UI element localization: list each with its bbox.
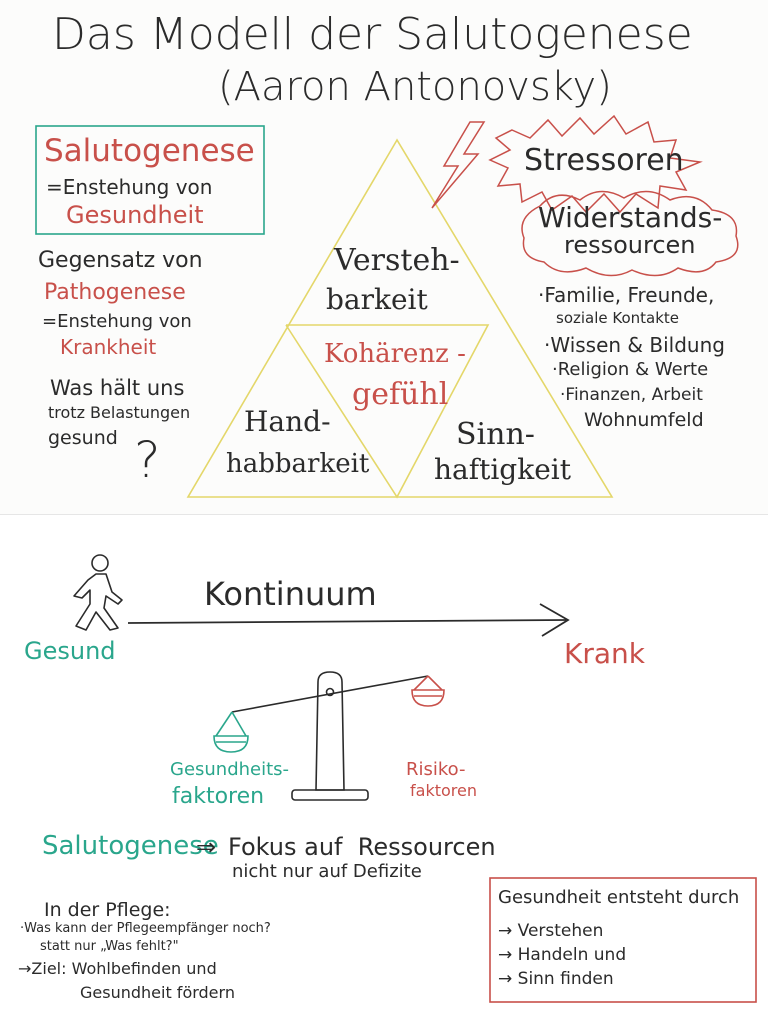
def-term: Salutogenese — [44, 133, 255, 169]
triangle-outline — [186, 138, 614, 498]
resource-item: Wohnumfeld — [584, 409, 704, 431]
focus-arrow: ⇒ — [196, 833, 217, 861]
question-line2: trotz Belastungen — [48, 403, 191, 422]
lightning-icon — [431, 121, 486, 209]
opposite-term: Pathogenese — [44, 280, 186, 305]
title-line-2: (Aaron Antonovsky) — [218, 64, 612, 110]
opposite-result: Krankheit — [60, 335, 157, 359]
resource-cloud-frame — [521, 190, 739, 277]
lower-sheet — [0, 514, 768, 1024]
focus-term: Salutogenese — [42, 831, 219, 861]
care-line2: statt nur „Was fehlt?" — [40, 939, 179, 954]
focus-line2: nicht nur auf Defizite — [232, 861, 422, 882]
triangle-inner — [285, 324, 490, 499]
box-item: → Sinn finden — [498, 969, 614, 989]
triangle-left-line1: Hand- — [244, 405, 331, 438]
health-pan — [213, 711, 249, 753]
sick-label: Krank — [564, 637, 645, 670]
resource-item: ·Wissen & Bildung — [544, 333, 725, 357]
opposite-eq: =Enstehung von — [42, 311, 192, 332]
question-line3: gesund — [48, 427, 118, 449]
question-mark: ? — [134, 431, 161, 489]
risk-factors-line2: faktoren — [410, 781, 477, 800]
health-factors-line2: faktoren — [172, 784, 265, 809]
resources-line1: Widerstands- — [538, 201, 723, 234]
care-line4: Gesundheit fördern — [80, 983, 235, 1002]
def-eq: =Enstehung von — [46, 175, 213, 199]
coherence-triangle — [186, 138, 614, 499]
triangle-center-line1: Kohärenz - — [324, 339, 466, 369]
continuum-arrow — [127, 603, 570, 637]
walking-person-icon — [73, 554, 123, 631]
opposite-line1: Gegensatz von — [38, 248, 203, 273]
focus-line1: Fokus auf Ressourcen — [228, 833, 496, 861]
risk-factors-line1: Risiko- — [406, 759, 466, 780]
health-arises-box-frame — [489, 877, 757, 1003]
title-line-1: Das Modell der Salutogenese — [52, 9, 693, 60]
health-factors-line1: Gesundheits- — [170, 759, 290, 780]
box-item: → Handeln und — [498, 945, 627, 965]
triangle-right-line2: haftigkeit — [434, 453, 571, 486]
question-line1: Was hält uns — [50, 376, 185, 400]
triangle-center-line2: gefühl — [352, 377, 449, 412]
healthy-label: Gesund — [24, 637, 116, 665]
box-item: → Verstehen — [498, 921, 604, 941]
continuum-label: Kontinuum — [204, 575, 377, 613]
triangle-left-line2: habbarkeit — [226, 449, 370, 479]
balance-scale-icon — [231, 671, 429, 801]
box-title: Gesundheit entsteht durch — [498, 887, 740, 908]
triangle-right-line1: Sinn- — [456, 417, 535, 452]
def-result: Gesundheit — [66, 201, 204, 229]
resource-item: ·Familie, Freunde, — [538, 283, 715, 307]
triangle-top-line1: Versteh- — [334, 243, 460, 278]
risk-pan — [411, 675, 445, 707]
care-line3: →Ziel: Wohlbefinden und — [18, 959, 217, 978]
stressors-label: Stressoren — [524, 143, 684, 178]
triangle-top-line2: barkeit — [326, 283, 428, 316]
resource-item: ·Finanzen, Arbeit — [560, 385, 703, 405]
stressor-burst-frame — [488, 114, 703, 214]
care-title: In der Pflege: — [44, 899, 171, 921]
care-line1: ·Was kann der Pflegeempfänger noch? — [20, 921, 271, 936]
definition-box-frame — [35, 125, 265, 235]
resource-item: soziale Kontakte — [556, 309, 680, 327]
resources-line2: ressourcen — [564, 231, 696, 259]
resource-item: ·Religion & Werte — [552, 359, 709, 380]
